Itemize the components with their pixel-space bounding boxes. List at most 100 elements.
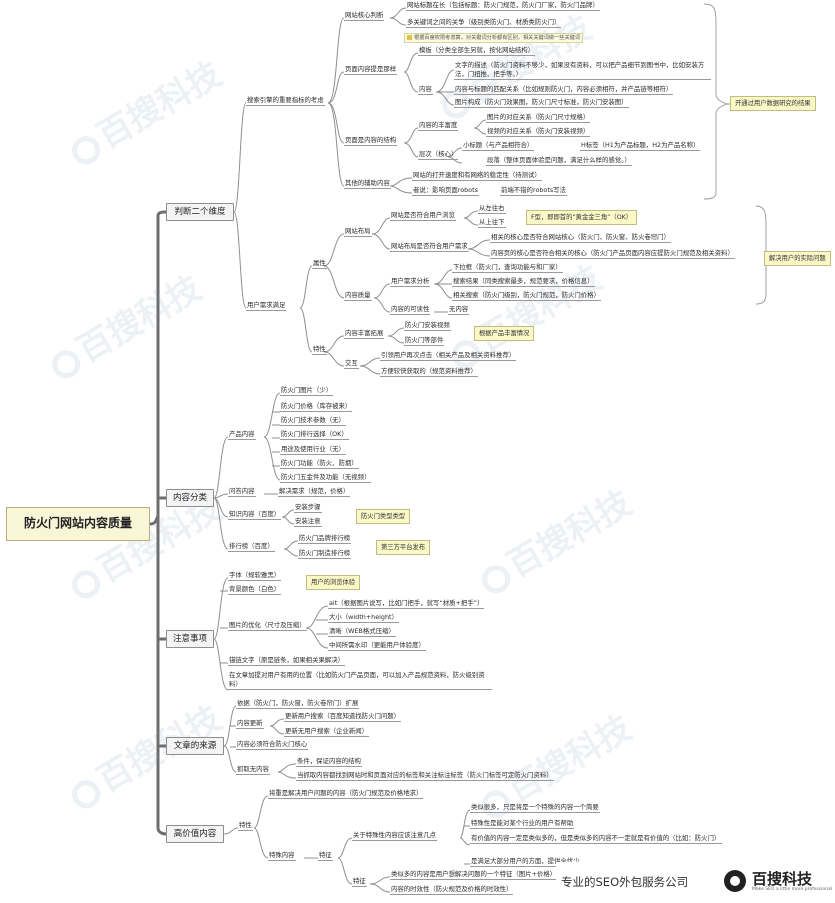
node-font[interactable]: 字体（规软雅黑）: [228, 571, 282, 581]
node-layout-2[interactable]: 网站布局是否符合用户需求: [390, 242, 469, 252]
branch-high-value[interactable]: 高价值内容: [166, 825, 224, 843]
node-hv-crit-1[interactable]: 类似多的内容是用户想解决问题的一个特征（图片+价格）: [390, 870, 558, 880]
node-feature[interactable]: 特性: [312, 345, 327, 355]
node-interaction-1[interactable]: 引领用户再次点击（相关产品及相关资料推荐）: [380, 351, 517, 361]
node-product-item[interactable]: 防火门排行选择（OK）: [280, 430, 349, 440]
node-qa[interactable]: 问答内容: [228, 487, 256, 497]
node-struct-main-2[interactable]: 视频的对应关系（防火门安装视频）: [486, 127, 591, 137]
node-rank-2[interactable]: 防火门制造排行榜: [298, 549, 352, 559]
node-product-item[interactable]: 防火门价格（库存被来）: [280, 402, 353, 412]
node-img-1[interactable]: alt（根据图片说写，比如门把手，就写“材质+把手”）: [328, 599, 485, 609]
node-other-2[interactable]: 者说：影响页面robots: [412, 186, 479, 196]
node-page-type[interactable]: 页面内容提是那样: [344, 65, 398, 75]
node-product-item[interactable]: 用途及使用行业（无）: [280, 445, 346, 455]
node-content-q[interactable]: 内容质量: [344, 291, 372, 301]
node-hv-rf-4[interactable]: 是满足大部分用户的方面，提供全优少: [470, 857, 581, 867]
node-content-2[interactable]: 内容与标题的匹配关系（比如规则防火门，内容必须相符，并产品链等相符）: [454, 85, 674, 95]
node-layout-1b[interactable]: 从上往下: [478, 218, 506, 228]
know-note[interactable]: 防火门类型类型: [356, 509, 411, 524]
node-img-4[interactable]: 中间所需水印（更能用户体验度）: [328, 641, 426, 651]
node-other-3[interactable]: 前端不错的robots写法: [500, 186, 567, 196]
node-core-1[interactable]: 网站标题在长（包括标题：防火门规范，防火门厂家，防火门品牌）: [406, 1, 600, 11]
node-attr[interactable]: 属性: [312, 259, 327, 269]
node-ranking[interactable]: 排行榜（百度）: [228, 542, 275, 552]
node-demand-3[interactable]: 相关搜索（防火门级别，防火门规范，防火门价格）: [452, 291, 601, 301]
node-basis[interactable]: 依据（防火门，防火窗，防火卷帘门）扩展: [236, 699, 360, 709]
node-product-item[interactable]: 防火门技术参数（无）: [280, 416, 346, 426]
node-knowledge[interactable]: 知识内容（百度）: [228, 510, 282, 520]
node-hv-rating[interactable]: 特征: [318, 851, 333, 861]
node-demand-analysis[interactable]: 用户需求分析: [390, 277, 431, 287]
node-hv-crit-2[interactable]: 内容的时效性（防火规范及价格的时效性）: [390, 885, 514, 895]
node-demand-1[interactable]: 下拉框（防火门，查询功能与和厂家）: [452, 263, 563, 273]
node-scrape-1[interactable]: 条件，保证内容的结构: [296, 757, 362, 767]
node-anchor[interactable]: 锚链文字（原是链条，如果相关果解决）: [228, 656, 346, 666]
node-core[interactable]: 网站核心判断: [344, 11, 385, 21]
node-hv-rf-1[interactable]: 类似很多，只是将是一个特殊的内容一个简要: [470, 803, 600, 813]
node-struct-level[interactable]: 层次（核心）: [418, 150, 459, 160]
node-img-3[interactable]: 清晰（WEB格式压缩）: [328, 627, 396, 637]
node-hv-features[interactable]: 特性: [238, 821, 253, 831]
rank-note[interactable]: 第三方平台发布: [376, 540, 431, 555]
node-page-template[interactable]: 模板（分类全部生另就，按化网站结构）: [418, 46, 536, 56]
node-rank-1[interactable]: 防火门品牌排行榜: [298, 534, 352, 544]
node-struct-level-2[interactable]: H标签（H1为产品标题，H2为产品名称）: [580, 141, 701, 151]
node-rich-display[interactable]: 内容丰富拓展: [344, 329, 385, 339]
node-struct-main[interactable]: 内容的丰富度: [418, 121, 459, 131]
node-readability[interactable]: 内容的可读性: [390, 305, 431, 315]
node-update[interactable]: 内容更新: [236, 719, 264, 729]
node-layout-1[interactable]: 网站是否符合用户浏览: [390, 211, 456, 221]
node-structure[interactable]: 页面是内容的结构: [344, 136, 398, 146]
node-site-layout[interactable]: 网站布局: [344, 227, 372, 237]
node-content-3[interactable]: 图片构成（防火门效果图，防火门尺寸标准，防火门安装图）: [454, 98, 629, 108]
branch-category[interactable]: 内容分类: [166, 489, 214, 507]
node-struct-level-3[interactable]: 段落（整体页面体验是问题，满足什么样的感觉。）: [486, 156, 632, 166]
node-rich-2[interactable]: 防火门等部件: [404, 336, 445, 346]
node-rich-1[interactable]: 防火门安装视频: [404, 321, 451, 331]
node-layout-2a[interactable]: 相关的核心是否符合网站核心（防火门、防火窗、防火卷帘门）: [490, 233, 671, 243]
node-readability-1[interactable]: 无内容: [448, 305, 470, 315]
node-position[interactable]: 在文章加提对用户有用的位置（比如防火门产品页面，可以加入产品规范资料，防火级别资…: [228, 671, 492, 690]
node-page-content[interactable]: 内容: [418, 85, 433, 95]
node-search-engine[interactable]: 搜索引擎的重要指标的考虑: [246, 96, 325, 106]
node-product-item[interactable]: 防火门功能（防火、防烟）: [280, 459, 359, 469]
node-layout-1a[interactable]: 从左往右: [478, 204, 506, 214]
rich-note[interactable]: 根据产品丰富情况: [474, 326, 535, 341]
layout-note[interactable]: F型，即即首的“黄金金三角”（OK）: [526, 210, 638, 225]
ux-note[interactable]: 用户的浏览体验: [306, 575, 361, 590]
node-know-1[interactable]: 安装步骤: [294, 503, 322, 513]
node-layout-2b[interactable]: 内容页的核心是否符合相关的核心（防火门产品页面内容应提防火门规范及相关资料）: [490, 249, 735, 259]
branch-attention[interactable]: 注意事项: [166, 630, 214, 648]
node-source-core[interactable]: 内容必须符合防火门核心: [236, 740, 309, 750]
node-struct-level-1[interactable]: 小标题（与产品相符合）: [462, 141, 535, 151]
branch-source[interactable]: 文章的来源: [166, 737, 224, 755]
node-img-2[interactable]: 大小（width+height）: [328, 613, 399, 623]
node-other[interactable]: 其他的辅助内容: [344, 179, 391, 189]
node-qa-1[interactable]: 解决需求（规范，价格）: [278, 487, 351, 497]
node-core-2[interactable]: 多关键词之间的关争（级别类防火门、材质类防火门）: [406, 18, 562, 28]
node-scrape[interactable]: 抓取无内容: [236, 765, 270, 775]
node-product[interactable]: 产品内容: [228, 430, 256, 440]
node-scrape-2[interactable]: 当抓取内容都找到网站时和页面对应的标签和关注标注标签（防火门标签可定防火门资料）: [296, 771, 554, 781]
node-content-1[interactable]: 文字的描述（防火门资料不够少，如果没有资料，可以把产品细节到图书中，比如安装方法…: [454, 61, 711, 80]
user-note[interactable]: 解决用户的实际问题: [764, 251, 831, 266]
node-hv-rf-2[interactable]: 特殊性是能对某个行业的用户有帮助: [470, 819, 575, 829]
judge-note[interactable]: 开通过用户数据研究的结果: [730, 96, 816, 111]
node-update-2[interactable]: 更新无用户搜索（企业新闻）: [284, 727, 370, 737]
node-struct-main-1[interactable]: 图片的对应关系（防火门尺寸规格）: [486, 113, 591, 123]
node-product-item[interactable]: 防火门图片（少）: [280, 386, 334, 396]
node-bg[interactable]: 背景颜色（白色）: [228, 585, 282, 595]
node-interaction-2[interactable]: 方便较快获取的（规范资料推荐）: [380, 367, 478, 377]
node-hv-top[interactable]: 将重是解决用户问题的内容（防火门规范及价格地求）: [268, 789, 424, 799]
node-hv-feature-content[interactable]: 特殊内容: [268, 851, 296, 861]
node-other-1[interactable]: 网站的打开速度和有网络的稳定性（待测试）: [412, 171, 542, 181]
branch-judge[interactable]: 判断二个维度: [166, 203, 234, 221]
node-product-item[interactable]: 防火门五金件及功能（无视频）: [280, 473, 372, 483]
node-hv-criteria[interactable]: 特征: [352, 877, 367, 887]
node-update-1[interactable]: 更新用户搜索（百度知道找防火门问题）: [284, 712, 402, 722]
node-interaction[interactable]: 交互: [344, 359, 359, 369]
node-hv-rel-features[interactable]: 关于特殊性内容应该注意几点: [352, 831, 438, 841]
node-image-opt[interactable]: 图片的优化（尺寸及压缩）: [228, 621, 307, 631]
node-demand-2[interactable]: 搜索结果（同类搜索最多，规范要求，价格信息）: [452, 277, 595, 287]
root-node[interactable]: 防火门网站内容质量: [6, 507, 150, 541]
